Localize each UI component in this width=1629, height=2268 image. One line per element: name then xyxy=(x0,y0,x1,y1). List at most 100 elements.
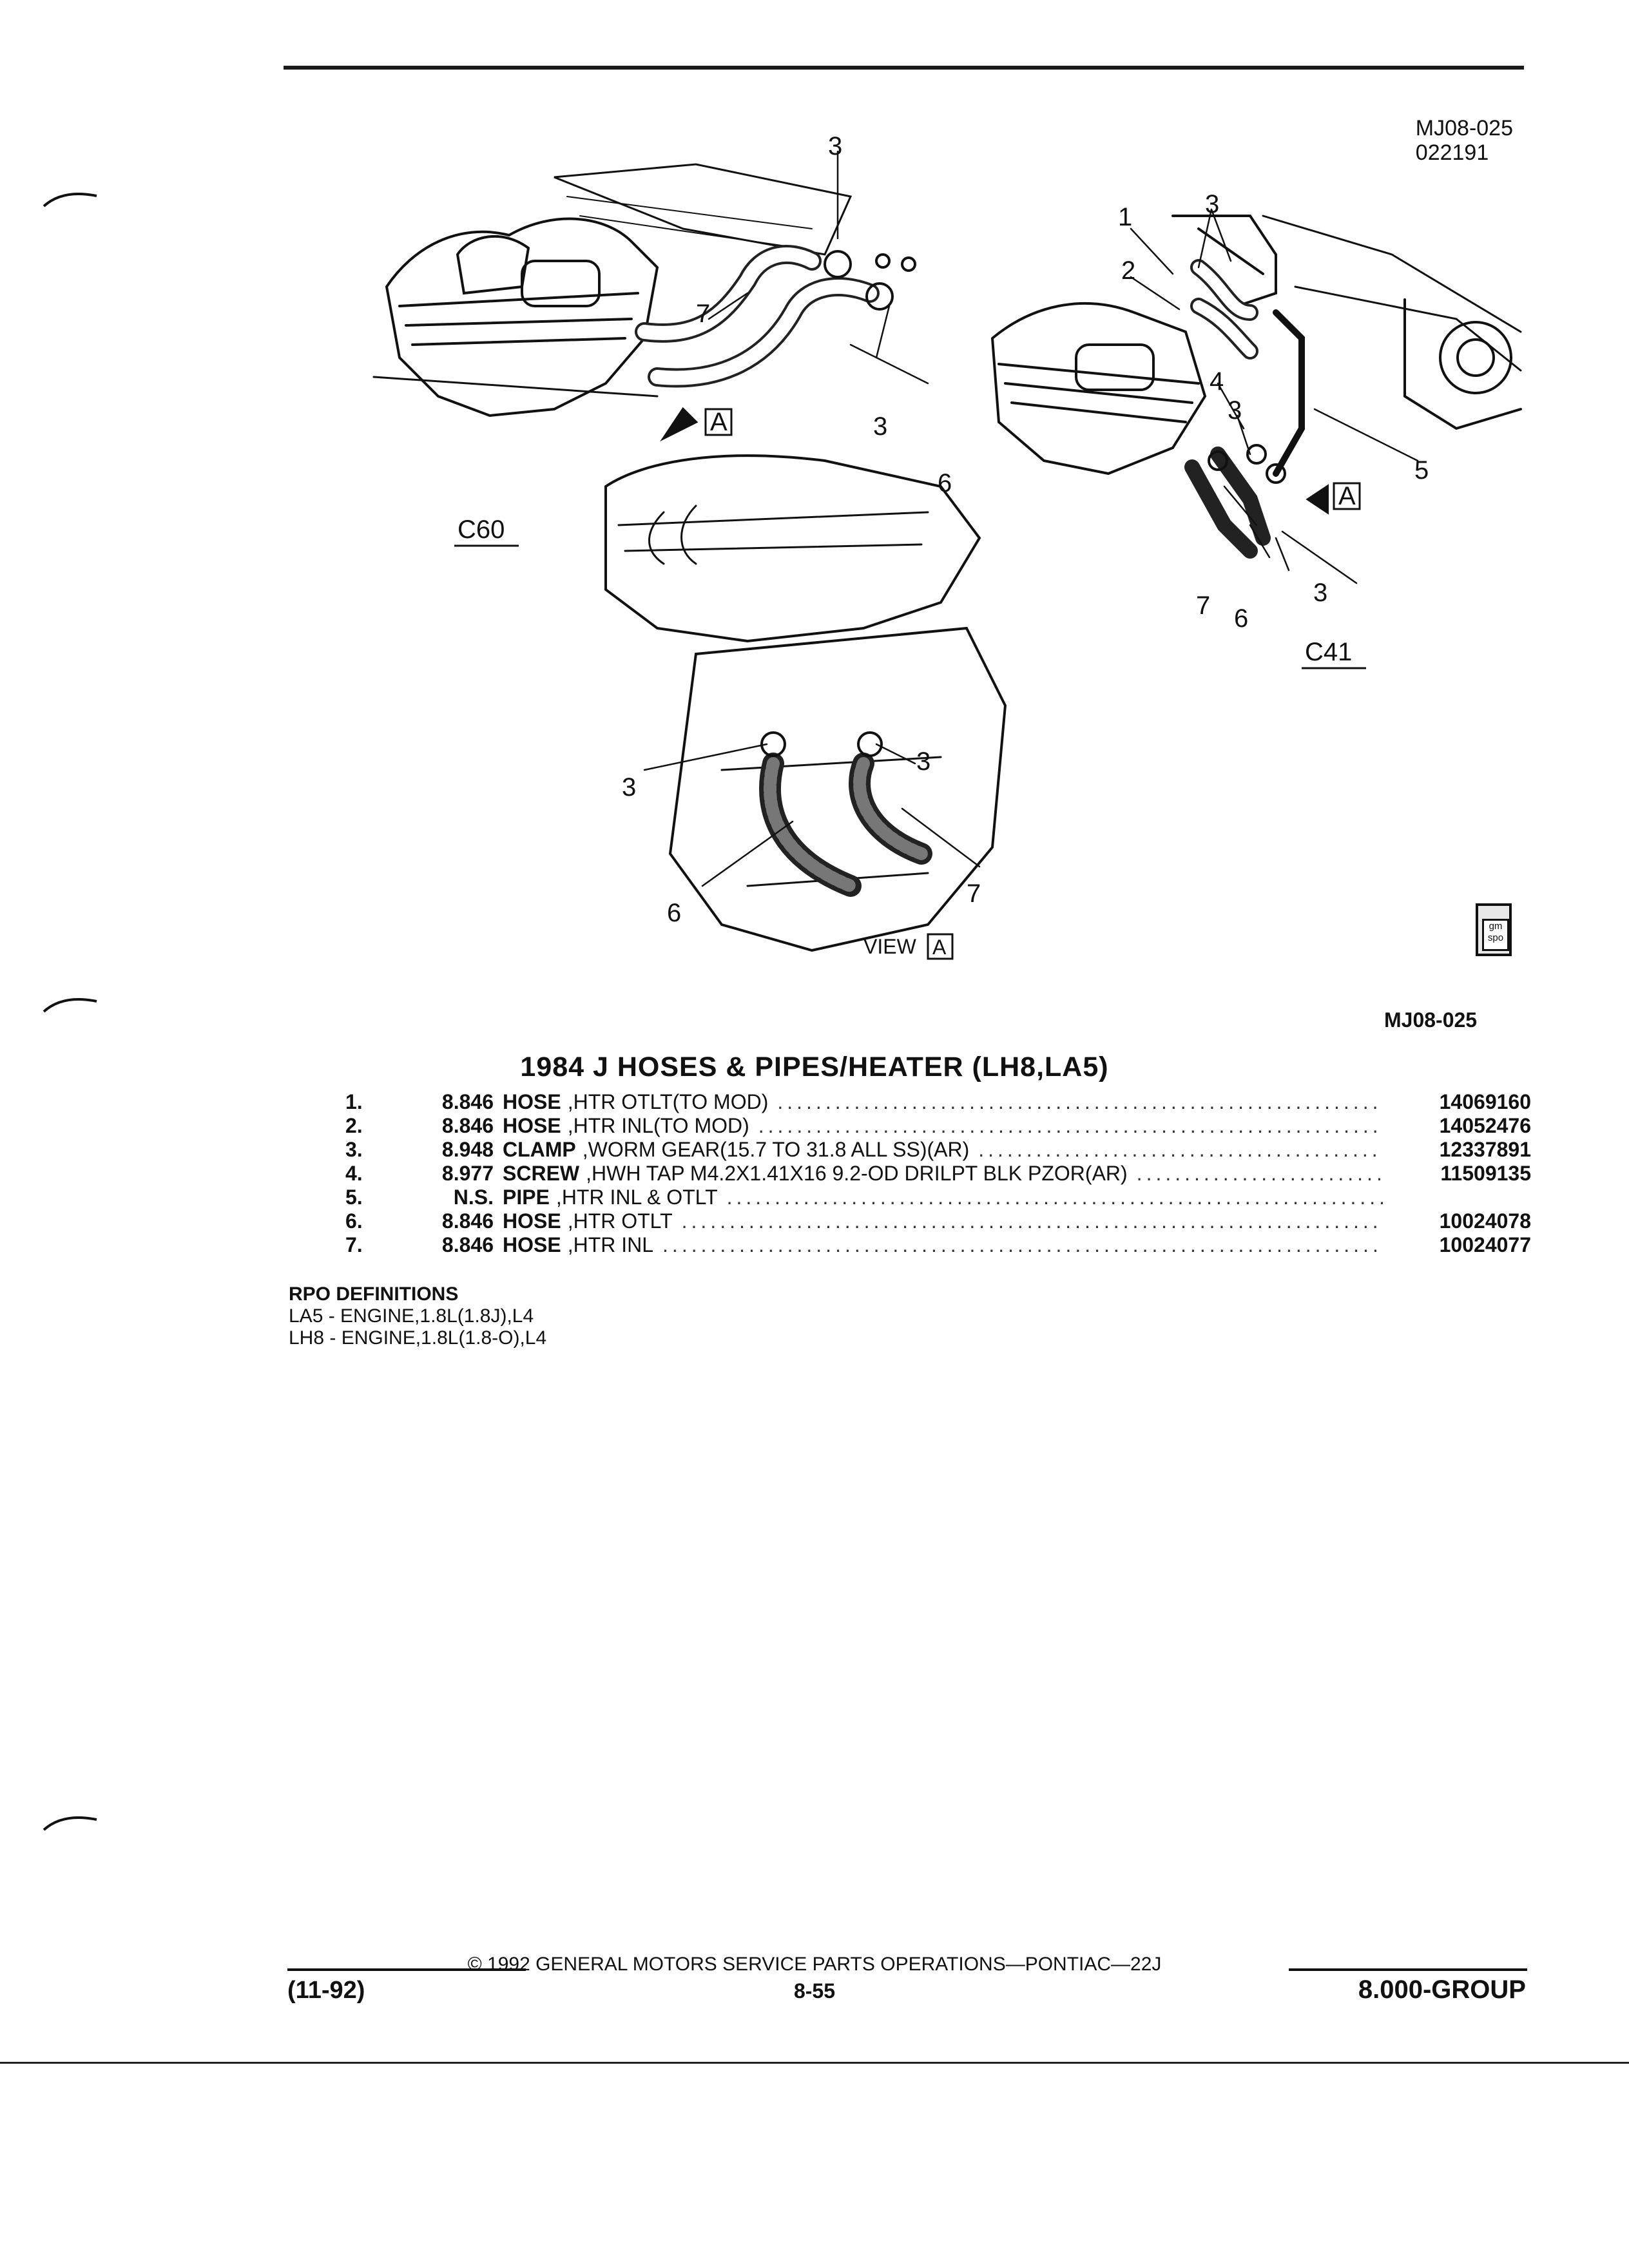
leader-dots: ........................................… xyxy=(758,1114,1383,1137)
callout-2: 2 xyxy=(1121,256,1135,285)
figure-id-top: MJ08-025 022191 xyxy=(1416,116,1513,165)
footer-rule-left xyxy=(287,1968,526,1971)
item-description: CLAMP ,WORM GEAR(15.7 TO 31.8 ALL SS)(AR… xyxy=(503,1138,1383,1162)
parts-row: 4. 8.977 SCREW ,HWH TAP M4.2X1.41X16 9.2… xyxy=(345,1162,1531,1186)
callout-labels: 3 7 3 6 1 2 3 4 3 5 7 6 3 3 3 6 7 C60 C4… xyxy=(454,132,1429,960)
callout-7: 7 xyxy=(1196,591,1210,620)
top-rule xyxy=(284,66,1524,70)
parts-list: 1. 8.846 HOSE ,HTR OTLT(TO MOD) ........… xyxy=(345,1090,1531,1257)
item-number: 7. xyxy=(345,1233,363,1256)
part-number xyxy=(1383,1186,1531,1209)
part-number: 14069160 xyxy=(1439,1090,1531,1113)
item-detail: ,HTR INL & OTLT xyxy=(555,1186,718,1209)
parts-row: 7. 8.846 HOSE ,HTR INL .................… xyxy=(345,1233,1531,1257)
parts-row: 6. 8.846 HOSE ,HTR OTLT ................… xyxy=(345,1209,1531,1233)
item-description: PIPE ,HTR INL & OTLT ...................… xyxy=(503,1186,1383,1209)
rpo-definitions: RPO DEFINITIONS LA5 - ENGINE,1.8L(1.8J),… xyxy=(289,1283,546,1349)
gmspo-logo-text: gm spo xyxy=(1482,919,1509,951)
item-number: 2. xyxy=(345,1114,363,1137)
item-detail: ,HTR INL(TO MOD) xyxy=(567,1114,749,1137)
parts-row: 2. 8.846 HOSE ,HTR INL(TO MOD) .........… xyxy=(345,1114,1531,1138)
leader-dots: ........................................… xyxy=(1136,1162,1383,1185)
parts-diagram: A xyxy=(361,126,1534,976)
item-keyword: HOSE xyxy=(503,1114,561,1137)
view-a-letter: A xyxy=(932,936,947,959)
copyright-notice: © 1992 GENERAL MOTORS SERVICE PARTS OPER… xyxy=(467,1954,1162,1975)
view-c60-label: C60 xyxy=(458,515,505,544)
group-number: 8.846 xyxy=(441,1114,494,1137)
margin-mark xyxy=(43,998,97,1013)
bottom-rule xyxy=(0,2062,1629,2064)
group-label: 8.000-GROUP xyxy=(1358,1975,1526,2004)
item-keyword: HOSE xyxy=(503,1233,561,1256)
item-number: 3. xyxy=(345,1138,363,1161)
item-keyword: HOSE xyxy=(503,1209,561,1233)
part-number: 12337891 xyxy=(1439,1138,1531,1161)
callout-3: 3 xyxy=(1313,579,1327,607)
item-number: 1. xyxy=(345,1090,363,1113)
margin-mark xyxy=(43,193,97,207)
part-number: 10024078 xyxy=(1439,1209,1531,1233)
svg-text:A: A xyxy=(1338,482,1356,510)
item-detail: ,HTR OTLT xyxy=(567,1209,673,1233)
part-number: 14052476 xyxy=(1439,1114,1531,1137)
item-number: 6. xyxy=(345,1209,363,1233)
gmspo-logo: gm spo xyxy=(1476,903,1512,956)
item-keyword: PIPE xyxy=(503,1186,550,1209)
item-number: 4. xyxy=(345,1162,363,1185)
item-detail: ,WORM GEAR(15.7 TO 31.8 ALL SS)(AR) xyxy=(582,1138,970,1161)
callout-1: 1 xyxy=(1118,203,1132,231)
revision-date: (11-92) xyxy=(287,1977,365,2004)
group-number: 8.948 xyxy=(441,1138,494,1161)
callout-6: 6 xyxy=(1234,604,1248,633)
rpo-heading: RPO DEFINITIONS xyxy=(289,1283,459,1305)
figure-date-code: 022191 xyxy=(1415,140,1489,165)
item-description: HOSE ,HTR OTLT(TO MOD) .................… xyxy=(503,1090,1383,1114)
parts-row: 5. N.S. PIPE ,HTR INL & OTLT ...........… xyxy=(345,1186,1531,1209)
parts-row: 3. 8.948 CLAMP ,WORM GEAR(15.7 TO 31.8 A… xyxy=(345,1138,1531,1162)
leader-dots: ........................................… xyxy=(978,1138,1383,1161)
item-number: 5. xyxy=(345,1186,363,1209)
leader-dots: ........................................… xyxy=(681,1209,1383,1233)
callout-3: 3 xyxy=(1205,190,1219,218)
group-number: 8.846 xyxy=(441,1233,494,1256)
view-a-drawing xyxy=(604,454,1007,952)
callout-3: 3 xyxy=(828,132,842,160)
section-title: 1984 J HOSES & PIPES/HEATER (LH8,LA5) xyxy=(520,1052,1109,1082)
c60-engine-drawing: A xyxy=(372,163,916,442)
rpo-line: LA5 - ENGINE,1.8L(1.8J),L4 xyxy=(289,1305,534,1327)
part-number: 10024077 xyxy=(1439,1233,1531,1256)
item-detail: ,HTR INL xyxy=(567,1233,654,1256)
item-keyword: HOSE xyxy=(503,1090,561,1113)
group-number: N.S. xyxy=(453,1186,494,1209)
group-number: 8.846 xyxy=(441,1209,494,1233)
item-detail: ,HTR OTLT(TO MOD) xyxy=(567,1090,769,1113)
c41-engine-drawing: A xyxy=(990,215,1522,559)
callout-3: 3 xyxy=(622,773,636,802)
item-description: HOSE ,HTR INL(TO MOD) ..................… xyxy=(503,1114,1383,1138)
view-c41-label: C41 xyxy=(1305,638,1352,666)
part-number: 11509135 xyxy=(1440,1162,1531,1185)
callout-3: 3 xyxy=(1228,396,1242,425)
leader-dots: ........................................… xyxy=(777,1090,1383,1113)
item-detail: ,HWH TAP M4.2X1.41X16 9.2-OD DRILPT BLK … xyxy=(586,1162,1128,1185)
parts-row: 1. 8.846 HOSE ,HTR OTLT(TO MOD) ........… xyxy=(345,1090,1531,1114)
item-description: SCREW ,HWH TAP M4.2X1.41X16 9.2-OD DRILP… xyxy=(503,1162,1383,1186)
callout-6: 6 xyxy=(938,469,952,497)
footer-rule-right xyxy=(1289,1968,1527,1971)
item-description: HOSE ,HTR OTLT .........................… xyxy=(503,1209,1383,1233)
group-number: 8.977 xyxy=(441,1162,494,1185)
leader-lines xyxy=(643,150,1419,887)
figure-id-bottom: MJ08-025 xyxy=(1384,1008,1478,1032)
callout-3: 3 xyxy=(873,412,887,441)
rpo-line: LH8 - ENGINE,1.8L(1.8-O),L4 xyxy=(289,1327,547,1349)
view-a-label: VIEW xyxy=(863,935,917,958)
group-number: 8.846 xyxy=(441,1090,494,1113)
diagram-svg: A xyxy=(372,132,1522,960)
figure-id: MJ08-025 xyxy=(1415,116,1513,140)
page-number: 8-55 xyxy=(793,1979,836,2003)
item-keyword: SCREW xyxy=(503,1162,580,1185)
callout-7: 7 xyxy=(696,300,710,328)
callout-4: 4 xyxy=(1210,367,1224,396)
callout-3: 3 xyxy=(916,747,930,776)
